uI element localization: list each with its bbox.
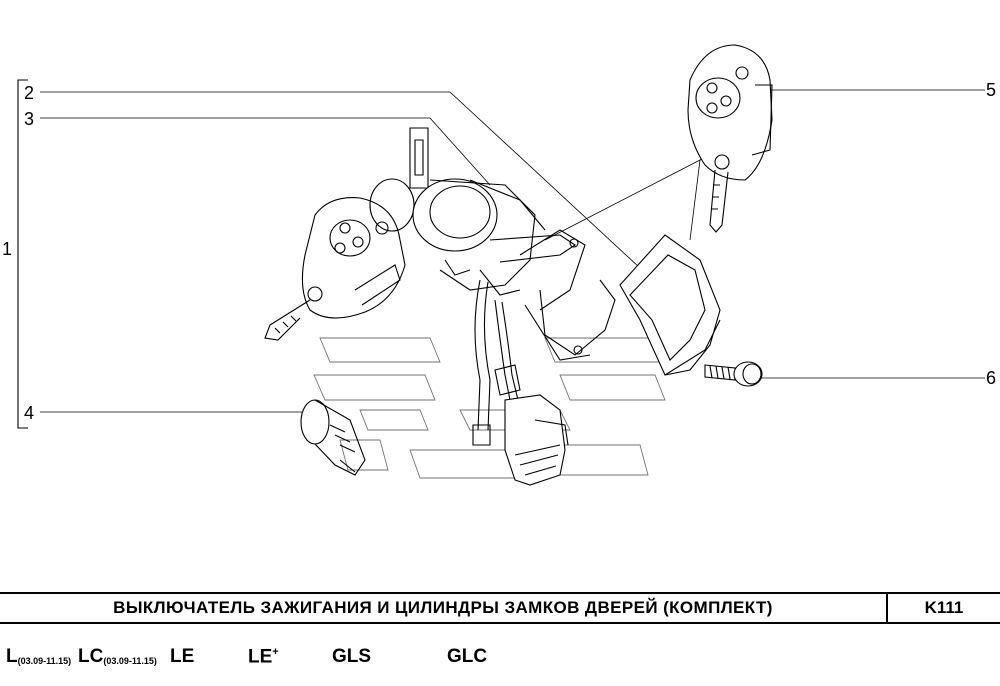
variant-l: L(03.09-11.15) bbox=[6, 646, 72, 667]
ignition-switch bbox=[412, 178, 616, 361]
key-fob-right bbox=[687, 44, 773, 233]
callout-5: 5 bbox=[986, 80, 997, 100]
drawing-code: K111 bbox=[924, 598, 964, 617]
wire-harness bbox=[472, 279, 569, 486]
key-fob-left bbox=[264, 197, 406, 341]
door-lock-cylinder bbox=[300, 399, 366, 476]
variant-le-plus: LE+ bbox=[248, 646, 279, 668]
mounting-clamp bbox=[619, 234, 721, 376]
leader-lines bbox=[40, 89, 985, 413]
variant-gls: GLS bbox=[332, 646, 372, 667]
variant-lc: LC(03.09-11.15) bbox=[78, 646, 157, 667]
callout-2: 2 bbox=[24, 83, 35, 103]
title-divider bbox=[886, 594, 888, 622]
model-variants: L(03.09-11.15) LC(03.09-11.15) LE LE+ GL… bbox=[0, 640, 1000, 680]
drawing-title: ВЫКЛЮЧАТЕЛЬ ЗАЖИГАНИЯ И ЦИЛИНДРЫ ЗАМКОВ … bbox=[113, 598, 773, 617]
shear-bolt bbox=[704, 361, 763, 387]
callout-3: 3 bbox=[24, 109, 35, 129]
group-bracket bbox=[17, 79, 28, 429]
title-block: ВЫКЛЮЧАТЕЛЬ ЗАЖИГАНИЯ И ЦИЛИНДРЫ ЗАМКОВ … bbox=[0, 592, 1000, 624]
callout-4: 4 bbox=[24, 403, 35, 423]
callout-1: 1 bbox=[2, 239, 13, 259]
variant-le: LE bbox=[170, 646, 195, 667]
parts-diagram bbox=[17, 44, 985, 486]
callout-6: 6 bbox=[986, 368, 997, 388]
watermark-logo bbox=[313, 337, 666, 479]
variant-glc: GLC bbox=[447, 646, 488, 667]
